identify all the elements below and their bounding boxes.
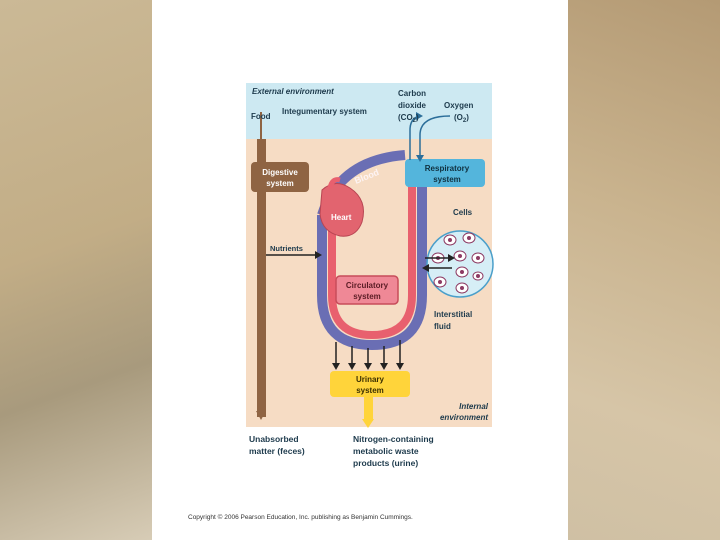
oxygen-label: Oxygen xyxy=(444,101,473,110)
respiratory-system-label-2: system xyxy=(433,175,461,184)
urine-arrowhead xyxy=(362,419,374,428)
urinary-system-box xyxy=(330,371,410,397)
nitrogen-waste-label-3: products (urine) xyxy=(353,458,418,468)
exchange-arrowhead-out xyxy=(422,264,429,272)
interstitial-fluid-label-2: fluid xyxy=(434,322,451,331)
circulatory-system-label-2: system xyxy=(353,292,381,301)
external-environment-label: External environment xyxy=(252,87,334,96)
background-anatomy-illustration-right xyxy=(568,0,720,540)
blood-circuit-artery xyxy=(328,175,416,340)
digestive-system-label-2: system xyxy=(266,179,294,188)
cells-label: Cells xyxy=(453,208,473,217)
cells-icon xyxy=(431,232,485,294)
food-label: Food xyxy=(251,112,271,121)
o2-label: (O2) xyxy=(454,113,469,124)
circulatory-system-label: Circulatory xyxy=(346,281,389,290)
internal-environment-label: Internal xyxy=(459,402,489,411)
digestive-system-label: Digestive xyxy=(262,168,298,177)
feces-arrow xyxy=(256,411,266,420)
blood-circuit-vein xyxy=(317,175,427,351)
heart-aorta xyxy=(327,177,341,189)
kidney-filtration-arrowheads xyxy=(332,363,404,370)
background-anatomy-illustration-left xyxy=(0,0,152,540)
digestive-system-box xyxy=(251,162,309,192)
o2-arrowhead xyxy=(416,155,424,162)
urinary-system-label: Urinary xyxy=(356,375,385,384)
internal-environment-label-2: environment xyxy=(440,413,488,422)
unabsorbed-matter-label-2: matter (feces) xyxy=(249,446,305,456)
nutrients-label: Nutrients xyxy=(270,244,303,253)
heart-label: Heart xyxy=(331,213,352,222)
nitrogen-waste-label-2: metabolic waste xyxy=(353,446,419,456)
exchange-arrowhead-in xyxy=(448,254,455,262)
kidney-filtration-arrows xyxy=(335,340,401,366)
nitrogen-waste-label: Nitrogen-containing xyxy=(353,434,434,444)
o2-in-arrow xyxy=(419,115,451,160)
co2-arrowhead xyxy=(416,112,423,120)
co2-label: (CO2) xyxy=(398,113,419,124)
copyright-notice: Copyright © 2006 Pearson Education, Inc.… xyxy=(188,514,413,521)
interstitial-fluid-label: Interstitial xyxy=(434,310,472,319)
heart-icon xyxy=(319,183,364,237)
urinary-system-label-2: system xyxy=(356,386,384,395)
respiratory-system-label: Respiratory xyxy=(425,164,470,173)
digestive-tract xyxy=(257,139,266,417)
nutrients-arrowhead xyxy=(315,251,322,259)
dioxide-label: dioxide xyxy=(398,101,427,110)
respiratory-system-box xyxy=(405,159,485,187)
circulatory-system-box xyxy=(335,275,399,305)
unabsorbed-matter-label: Unabsorbed xyxy=(249,434,299,444)
external-environment-region xyxy=(246,83,492,139)
urinary-outflow xyxy=(364,397,373,421)
carbon-label: Carbon xyxy=(398,89,426,98)
integumentary-label: Integumentary system xyxy=(282,107,367,116)
